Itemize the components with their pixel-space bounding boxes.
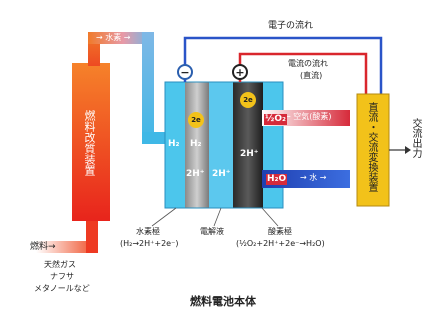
reformer-label: 燃料改質装置 [83,110,96,176]
anode-equation: (H₂→2H⁺+2e⁻) [120,239,179,248]
anode-chamber [165,82,185,208]
fuel-inlet-pipe [36,241,98,253]
hydrogen-feed-pipe [142,132,170,144]
fuel-in-label: 燃料→ [30,242,56,252]
mid-2h: 2H⁺ [212,169,231,179]
hydrogen-arrow-label: → 水素 → [96,33,131,42]
cathode-2h: 2H⁺ [240,149,259,159]
electrolyte-leader [213,207,222,227]
cathode-equation: (½O₂+2H⁺+2e⁻→H₂O) [236,239,325,248]
cathode-o2: ½O₂ [264,114,287,125]
reformer-down-pipe [86,214,98,253]
converter-label: 直流・交流変換装置 [366,102,377,192]
ac-output-label: 交流出力 [410,118,421,158]
anode-leader [151,207,177,227]
air-label: ← 空気(酸素) [284,112,332,121]
electron-flow-label: 電子の流れ [268,21,314,31]
water-label: → 水 → [300,173,327,182]
current-flow-label: 電流の流れ [288,59,328,68]
anode-h2-1: H₂ [168,139,180,149]
cathode-leader [261,207,279,227]
fuel-type-1: 天然ガス [44,260,76,269]
fuel-type-3: メタノールなど [34,284,90,293]
cell-outline [164,81,284,209]
anode-name: 水素極 [136,227,160,236]
electrolyte-name: 電解液 [200,227,224,236]
anode-2h: 2H⁺ [186,169,205,179]
reformer-body [72,63,110,221]
electron-wire [183,36,383,95]
hydrogen-top-pipe [88,32,152,44]
cathode-name: 酸素極 [268,227,292,236]
cathode-chamber [263,82,283,208]
anode-electron: 2e [188,112,204,128]
minus-terminal: − [177,64,193,80]
anode-h2-2: H₂ [190,139,202,149]
current-flow-note: (直流) [300,71,323,80]
converter-box [356,93,390,207]
diagram-title: 燃料電池本体 [190,295,256,308]
anode-electrode [185,82,209,208]
hydrogen-down-pipe [142,32,154,144]
cathode-h2o: H₂O [266,174,288,185]
electrolyte [209,82,233,208]
plus-terminal: + [232,64,248,80]
cathode-electron: 2e [240,92,256,108]
fuel-type-2: ナフサ [50,272,74,281]
